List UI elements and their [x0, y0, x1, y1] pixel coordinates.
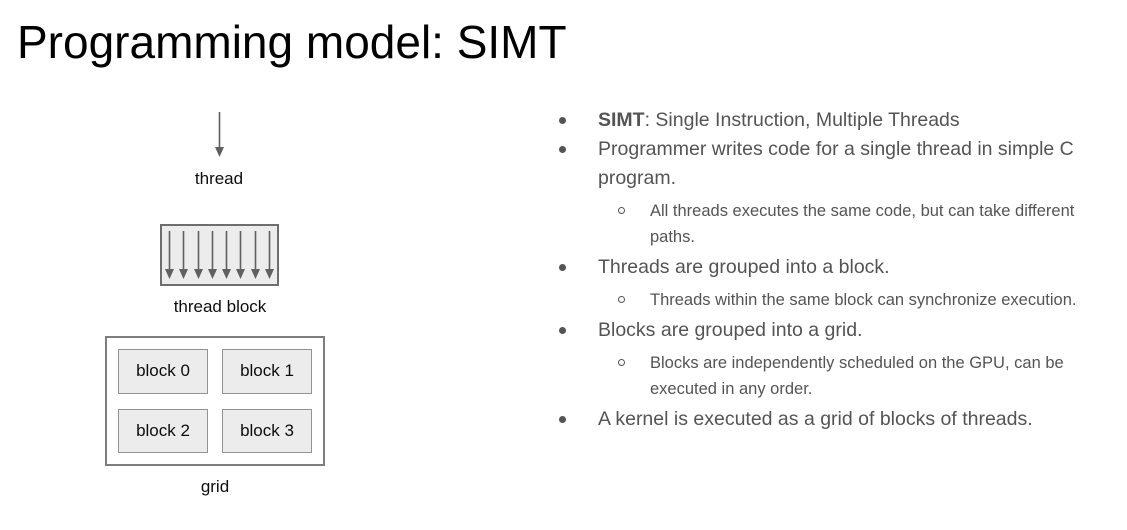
down-arrow-icon [215, 112, 224, 157]
filled-circle-bullet-icon [559, 327, 566, 334]
bullet-text: Blocks are grouped into a grid. [598, 319, 863, 341]
filled-circle-bullet-icon [559, 117, 566, 124]
down-arrow-icon [179, 231, 189, 279]
page-title: Programming model: SIMT [17, 16, 567, 68]
grid-block: block 0 [118, 349, 208, 394]
thread-label: thread [194, 169, 244, 188]
bullet-text: Blocks are independently scheduled on th… [650, 354, 1064, 398]
down-arrow-icon [193, 231, 203, 279]
down-arrow-icon [207, 231, 217, 279]
bullet-item: Programmer writes code for a single thre… [556, 135, 1096, 193]
grid-label: grid [200, 477, 230, 496]
grid-block: block 3 [222, 408, 312, 453]
bullet-text: All threads executes the same code, but … [650, 202, 1075, 246]
bullet-text: A kernel is executed as a grid of blocks… [598, 408, 1033, 430]
thread-arrow-icon [213, 111, 226, 158]
filled-circle-bullet-icon [559, 416, 566, 423]
bullet-item: Blocks are grouped into a grid. [556, 316, 1096, 345]
bullet-item: Threads are grouped into a block. [556, 253, 1096, 282]
bullet-item: SIMT: Single Instruction, Multiple Threa… [556, 106, 1096, 135]
bullet-text: Threads are grouped into a block. [598, 256, 890, 278]
down-arrow-icon [250, 231, 260, 279]
open-circle-bullet-icon [618, 359, 625, 366]
grid-block: block 1 [222, 349, 312, 394]
open-circle-bullet-icon [618, 296, 625, 303]
bullet-text: Programmer writes code for a single thre… [598, 138, 1074, 189]
down-arrow-icon [264, 231, 274, 279]
thread-block-label: thread block [173, 297, 267, 316]
filled-circle-bullet-icon [559, 146, 566, 153]
sub-bullet-item: All threads executes the same code, but … [556, 198, 1096, 250]
bullet-list: SIMT: Single Instruction, Multiple Threa… [556, 106, 1096, 434]
down-arrow-icon [236, 231, 246, 279]
down-arrow-icon [165, 231, 175, 279]
thread-block-box [160, 224, 279, 286]
down-arrow-icon [222, 231, 232, 279]
grid-box: block 0 block 1 block 2 block 3 [105, 336, 325, 466]
open-circle-bullet-icon [618, 207, 625, 214]
bullet-text: SIMT: Single Instruction, Multiple Threa… [598, 109, 960, 131]
sub-bullet-item: Blocks are independently scheduled on th… [556, 350, 1096, 402]
filled-circle-bullet-icon [559, 264, 566, 271]
sub-bullet-item: Threads within the same block can synchr… [556, 287, 1096, 313]
bullet-text: Threads within the same block can synchr… [650, 291, 1077, 309]
bullet-item: A kernel is executed as a grid of blocks… [556, 405, 1096, 434]
grid-block: block 2 [118, 408, 208, 453]
